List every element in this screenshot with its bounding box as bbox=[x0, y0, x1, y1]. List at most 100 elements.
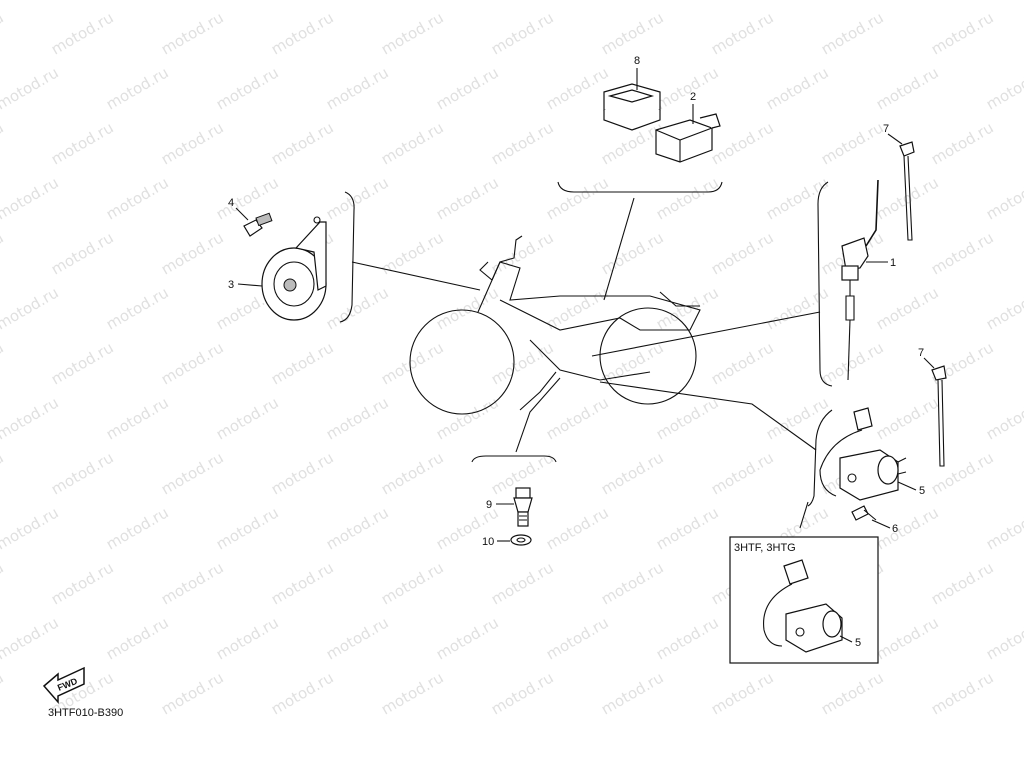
watermark-text: motod.ru bbox=[763, 173, 832, 223]
watermark-text: motod.ru bbox=[378, 668, 447, 718]
watermark-text: motod.ru bbox=[158, 228, 227, 278]
watermark-text: motod.ru bbox=[0, 283, 62, 333]
watermark-text: motod.ru bbox=[433, 283, 502, 333]
horn-icon bbox=[261, 216, 327, 321]
watermark-text: motod.ru bbox=[268, 8, 337, 58]
watermark-text: motod.ru bbox=[763, 283, 832, 333]
watermark-text: motod.ru bbox=[598, 448, 667, 498]
watermark-text: motod.ru bbox=[818, 118, 887, 168]
watermark-text: motod.ru bbox=[0, 338, 7, 388]
watermark-text: motod.ru bbox=[873, 0, 942, 3]
callout-7b: 7 bbox=[918, 347, 924, 359]
watermark-text: motod.ru bbox=[928, 668, 997, 718]
watermark-text: motod.ru bbox=[323, 613, 392, 663]
watermark-text: motod.ru bbox=[378, 118, 447, 168]
watermark-text: motod.ru bbox=[763, 63, 832, 113]
watermark-text: motod.ru bbox=[983, 393, 1024, 443]
callouts: 8 2 4 3 7 7 1 5 6 9 10 5 bbox=[228, 55, 935, 649]
watermark-text: motod.ru bbox=[158, 448, 227, 498]
watermark-text: motod.ru bbox=[983, 283, 1024, 333]
watermark-text: motod.ru bbox=[653, 503, 722, 553]
watermark-text: motod.ru bbox=[0, 613, 62, 663]
sensor-icon bbox=[841, 179, 879, 381]
watermark-text: motod.ru bbox=[0, 503, 62, 553]
watermark-text: motod.ru bbox=[653, 283, 722, 333]
cable-tie-icon bbox=[899, 141, 915, 241]
callout-5b: 5 bbox=[855, 637, 861, 649]
watermark-text: motod.ru bbox=[928, 118, 997, 168]
watermark-text: motod.ru bbox=[103, 503, 172, 553]
watermark-text: motod.ru bbox=[48, 338, 117, 388]
switch-icon bbox=[513, 487, 533, 527]
watermark-text: motod.ru bbox=[213, 503, 282, 553]
watermark-text: motod.ru bbox=[928, 558, 997, 608]
watermark-text: motod.ru bbox=[158, 338, 227, 388]
watermark-text: motod.ru bbox=[543, 503, 612, 553]
watermark-text: motod.ru bbox=[653, 173, 722, 223]
watermark-text: motod.ru bbox=[708, 228, 777, 278]
watermark-text: motod.ru bbox=[543, 393, 612, 443]
watermark-text: motod.ru bbox=[0, 393, 62, 443]
watermark-text: motod.ru bbox=[378, 228, 447, 278]
washer-icon bbox=[510, 534, 532, 546]
bracket-switch bbox=[471, 455, 557, 463]
watermark-text: motod.ru bbox=[488, 338, 557, 388]
watermark-text: motod.ru bbox=[488, 228, 557, 278]
callout-9: 9 bbox=[486, 499, 492, 511]
fuel-pump-icon bbox=[763, 559, 843, 653]
watermark-text: motod.ru bbox=[983, 613, 1024, 663]
callout-10: 10 bbox=[482, 536, 494, 548]
watermark-text: motod.ru bbox=[103, 173, 172, 223]
watermark-text: motod.ru bbox=[543, 0, 612, 3]
watermark-text: motod.ru bbox=[158, 558, 227, 608]
watermark-text: motod.ru bbox=[103, 63, 172, 113]
cable-tie-icon bbox=[931, 365, 947, 467]
watermark-text: motod.ru bbox=[103, 283, 172, 333]
fuel-pump-icon bbox=[819, 407, 907, 501]
watermark-text: motod.ru bbox=[213, 613, 282, 663]
relay-icon bbox=[603, 83, 661, 131]
watermark-text: motod.ru bbox=[983, 503, 1024, 553]
watermark-text: motod.ru bbox=[48, 118, 117, 168]
variant-box-label: 3HTF, 3HTG bbox=[734, 542, 796, 554]
watermark-text: motod.ru bbox=[653, 613, 722, 663]
watermark-text: motod.ru bbox=[0, 228, 7, 278]
watermark-text: motod.ru bbox=[433, 393, 502, 443]
callout-7: 7 bbox=[883, 123, 889, 135]
watermark-text: motod.ru bbox=[928, 228, 997, 278]
watermark-text: motod.ru bbox=[873, 503, 942, 553]
callout-1: 1 bbox=[890, 257, 896, 269]
watermark-text: motod.ru bbox=[0, 668, 7, 718]
watermark-text: motod.ru bbox=[543, 283, 612, 333]
screw-icon bbox=[851, 505, 877, 521]
watermark-text: motod.ru bbox=[598, 668, 667, 718]
watermark-text: motod.ru bbox=[873, 63, 942, 113]
callout-8: 8 bbox=[634, 55, 640, 67]
watermark-text: motod.ru bbox=[433, 613, 502, 663]
watermark-text: motod.ru bbox=[378, 558, 447, 608]
watermark-text: motod.ru bbox=[48, 228, 117, 278]
motorcycle-outline bbox=[409, 235, 701, 415]
variant-box: 3HTF, 3HTG bbox=[729, 536, 879, 664]
watermark-text: motod.ru bbox=[48, 558, 117, 608]
watermark-text: motod.ru bbox=[433, 0, 502, 3]
watermark-text: motod.ru bbox=[323, 393, 392, 443]
bolt-icon bbox=[243, 212, 273, 237]
watermark-text: motod.ru bbox=[213, 63, 282, 113]
watermark-text: motod.ru bbox=[983, 173, 1024, 223]
watermark-text: motod.ru bbox=[873, 393, 942, 443]
watermark-text: motod.ru bbox=[323, 63, 392, 113]
callout-2: 2 bbox=[690, 91, 696, 103]
watermark-text: motod.ru bbox=[598, 228, 667, 278]
watermark-text: motod.ru bbox=[433, 63, 502, 113]
watermark-text: motod.ru bbox=[0, 558, 7, 608]
watermark-text: motod.ru bbox=[378, 448, 447, 498]
watermark-text: motod.ru bbox=[488, 668, 557, 718]
watermark-text: motod.ru bbox=[213, 0, 282, 3]
watermark-text: motod.ru bbox=[873, 283, 942, 333]
watermark-text: motod.ru bbox=[598, 8, 667, 58]
bracket-horn bbox=[339, 191, 355, 323]
watermark-text: motod.ru bbox=[598, 338, 667, 388]
watermark-text: motod.ru bbox=[268, 338, 337, 388]
watermark-text: motod.ru bbox=[0, 448, 7, 498]
